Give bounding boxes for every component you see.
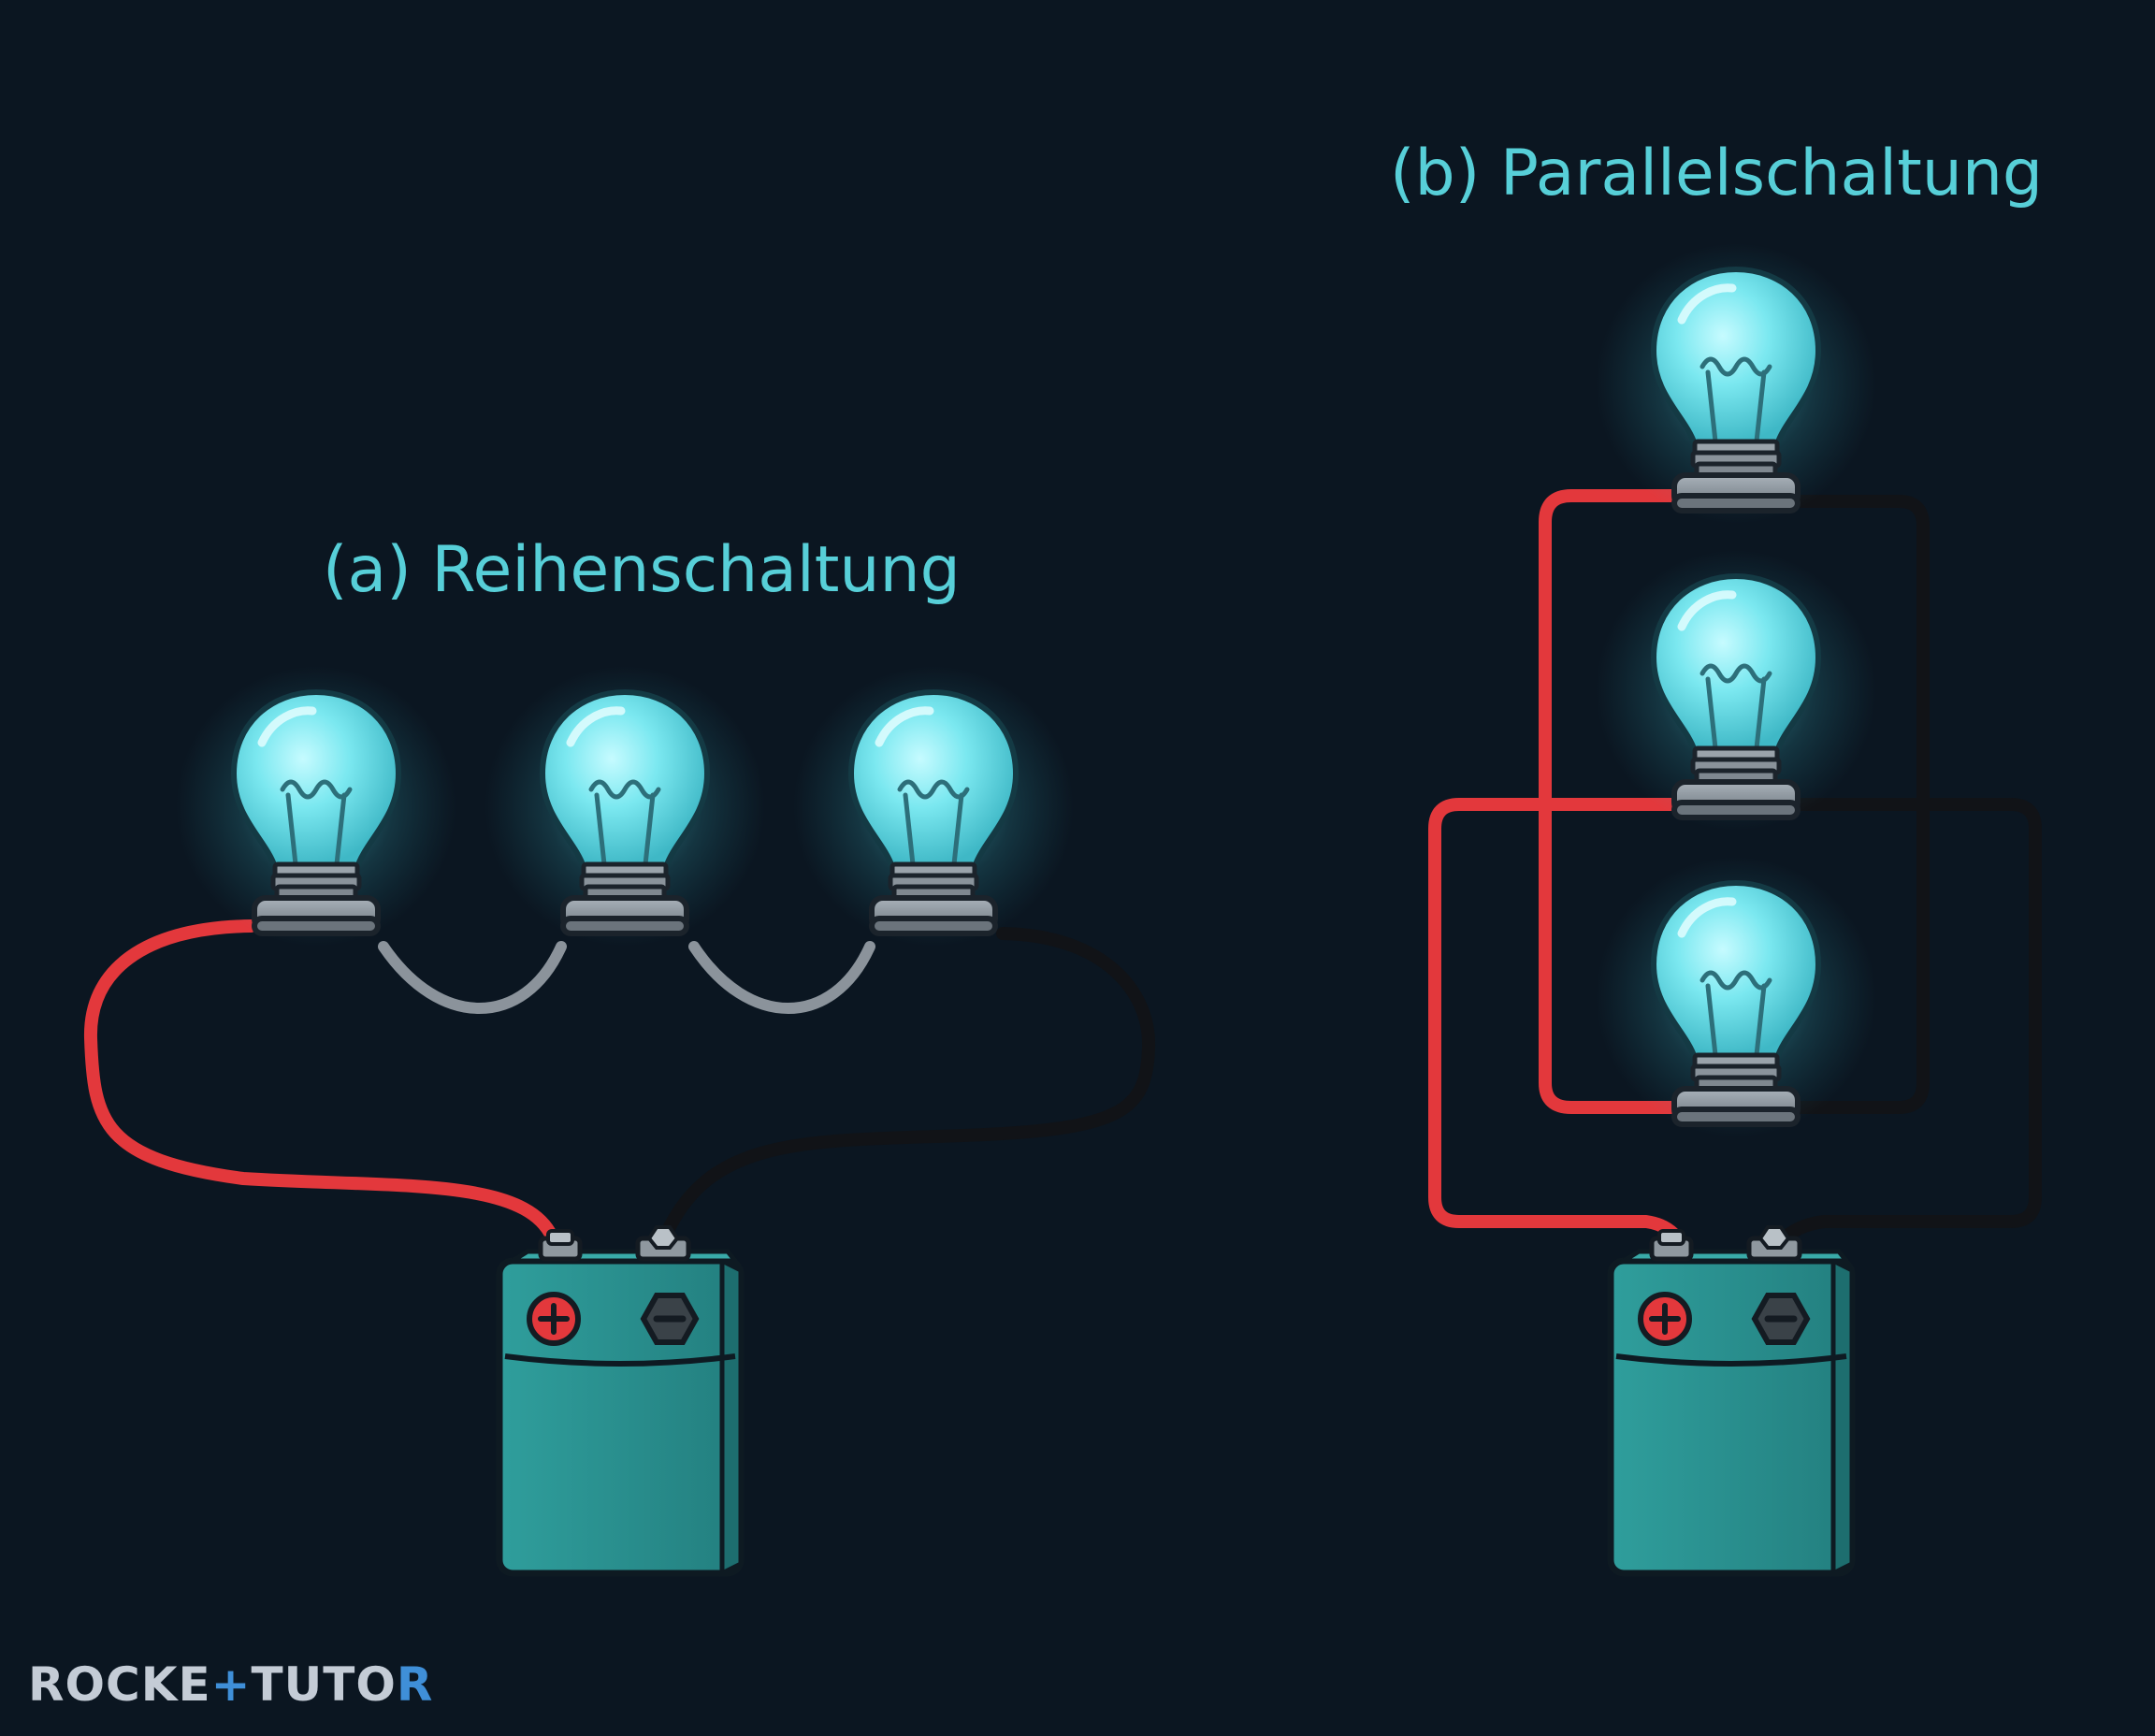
light-bulb-icon bbox=[1596, 550, 1876, 831]
minus-terminal-icon bbox=[1751, 1293, 1811, 1345]
minus-terminal-icon bbox=[640, 1293, 700, 1345]
series-circuit: (a) Reihenschaltung bbox=[83, 533, 1156, 1573]
parallel-rail-negative-outer bbox=[1772, 798, 2042, 1251]
brand-part-1: ROCKE bbox=[28, 1657, 211, 1712]
series-wire-link-2 bbox=[688, 941, 875, 1014]
light-bulb-icon bbox=[793, 666, 1074, 947]
series-wire-positive bbox=[83, 919, 558, 1243]
series-wire-link-1 bbox=[378, 941, 567, 1014]
parallel-rail-positive-outer bbox=[1428, 798, 1688, 1252]
light-bulb-icon bbox=[1596, 243, 1876, 524]
light-bulb-icon bbox=[485, 666, 765, 947]
parallel-rail-positive-inner bbox=[1539, 489, 1681, 1114]
series-wire-negative bbox=[659, 927, 1156, 1241]
series-label: (a) Reihenschaltung bbox=[323, 533, 961, 607]
battery-icon bbox=[1611, 1227, 1852, 1573]
light-bulb-icon bbox=[176, 666, 456, 947]
brand-part-2: + bbox=[211, 1657, 252, 1712]
brand-part-3: TUTO bbox=[252, 1657, 397, 1712]
brand-part-4: R bbox=[397, 1657, 434, 1712]
plus-terminal-icon bbox=[527, 1292, 581, 1346]
parallel-label: (b) Parallelschaltung bbox=[1390, 137, 2043, 210]
battery-icon bbox=[499, 1227, 741, 1573]
brand-logo: ROCKE+TUTOR bbox=[28, 1657, 433, 1712]
plus-terminal-icon bbox=[1638, 1292, 1692, 1346]
light-bulb-icon bbox=[1596, 857, 1876, 1137]
parallel-circuit: (b) Parallelschaltung bbox=[1390, 137, 2043, 1573]
